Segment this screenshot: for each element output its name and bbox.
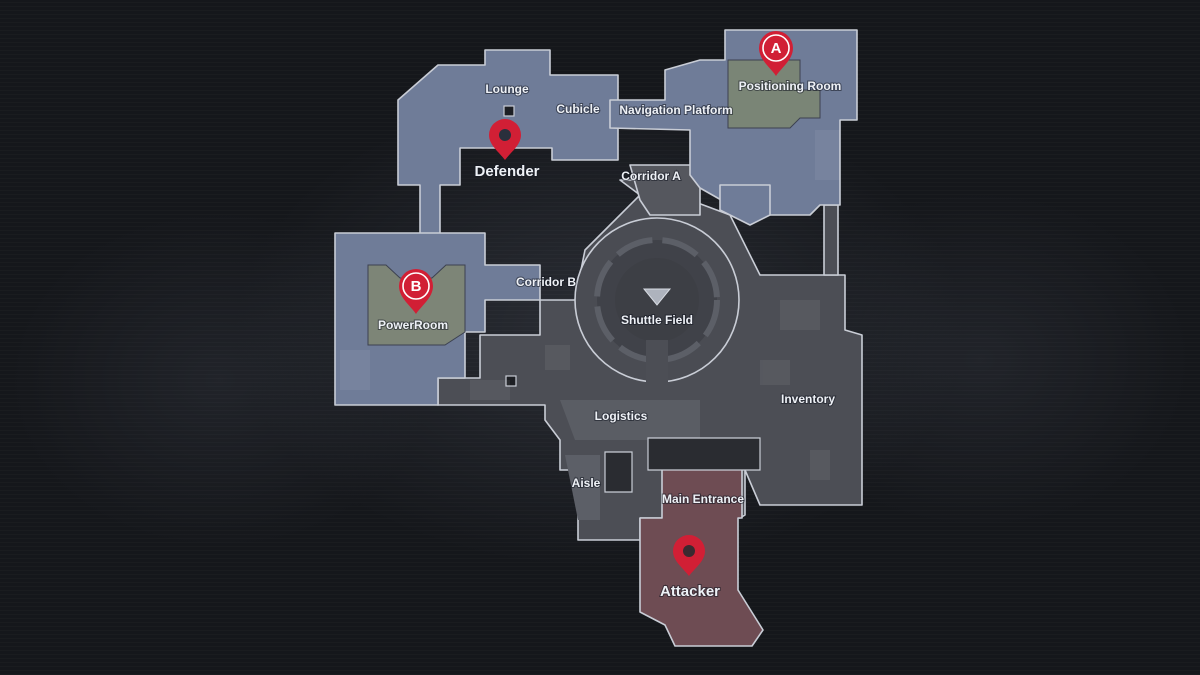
- site-b-marker[interactable]: B: [399, 269, 433, 314]
- room-label-logistics: Logistics: [595, 409, 648, 423]
- location-pin-icon: [673, 535, 705, 576]
- location-pin-icon: [489, 119, 521, 160]
- spawn-label-attacker: Attacker: [660, 583, 720, 600]
- room-label-navigation-platform: Navigation Platform: [619, 103, 732, 117]
- room-label-powerroom: PowerRoom: [378, 318, 448, 332]
- site-a-zone: [727, 59, 821, 129]
- site-a-letter: A: [771, 40, 782, 57]
- floor-detail: [340, 130, 840, 480]
- room-label-aisle: Aisle: [572, 476, 601, 490]
- room-label-corridor-b: Corridor B: [516, 275, 576, 289]
- room-label-inventory: Inventory: [781, 392, 835, 406]
- spawn-label-defender: Defender: [474, 163, 539, 180]
- room-label-corridor-a: Corridor A: [621, 169, 681, 183]
- room-label-cubicle: Cubicle: [556, 102, 600, 116]
- logistics-zone: [560, 400, 700, 440]
- site-marker-icon: [399, 269, 433, 314]
- room-label-lounge: Lounge: [485, 82, 529, 96]
- shuttle-icon: [642, 288, 672, 306]
- room-label-main-entrance: Main Entrance: [662, 492, 744, 506]
- room-label-shuttle-field: Shuttle Field: [621, 313, 693, 327]
- site-b-letter: B: [411, 278, 422, 295]
- attacker-spawn-marker[interactable]: Attacker: [659, 535, 721, 601]
- room-label-positioning-room: Positioning Room: [739, 79, 842, 93]
- aisle-zone: [565, 455, 600, 520]
- site-marker-icon: [759, 31, 793, 76]
- site-a-marker[interactable]: A: [759, 31, 793, 76]
- defender-spawn-marker[interactable]: Defender: [473, 119, 541, 181]
- shuttle-field-area: [574, 217, 740, 400]
- wall-obstacles: [503, 105, 761, 493]
- room-labels: Lounge Cubicle Navigation Platform Posit…: [377, 78, 842, 507]
